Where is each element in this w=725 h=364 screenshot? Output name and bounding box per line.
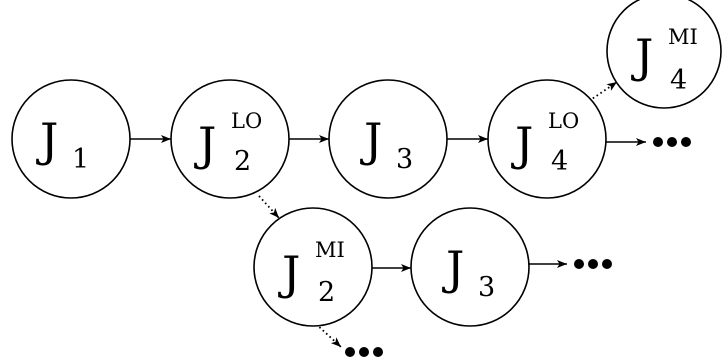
node-sub-label: 2 (318, 277, 335, 308)
node-j4-lo: J LO 4 (487, 79, 607, 199)
node-main-label: J (278, 246, 300, 300)
node-j3-bottom: J 3 (410, 207, 530, 327)
node-sub-label: 4 (670, 65, 687, 96)
node-main-label: J (631, 29, 653, 83)
node-main-label: J (442, 241, 464, 295)
node-sub-label: 1 (72, 144, 89, 175)
node-main-label: J (511, 117, 533, 171)
ellipsis-bottom (345, 347, 383, 357)
node-j2-lo: J LO 2 (170, 79, 290, 199)
node-sup-label: MI (315, 238, 345, 262)
edge-j2mi-to-ellipsis (315, 323, 342, 348)
node-sub-label: 4 (551, 146, 568, 177)
edge-j4lo-to-j4mi (588, 81, 618, 102)
node-j1: J 1 (11, 79, 131, 199)
node-sub-label: 3 (396, 144, 413, 175)
ellipsis-top (653, 137, 691, 147)
node-sup-label: LO (231, 109, 262, 133)
node-main-label: J (360, 113, 382, 167)
node-main-label: J (36, 113, 58, 167)
node-main-label: J (194, 117, 216, 171)
node-sub-label: 3 (478, 272, 495, 303)
node-j3-top: J 3 (328, 79, 448, 199)
ellipsis-middle (574, 259, 612, 269)
node-sup-label: MI (668, 25, 698, 49)
node-sub-label: 2 (234, 146, 251, 177)
edge-j2lo-to-j2mi (258, 195, 280, 219)
node-j4-mi: J MI 4 (606, 0, 722, 109)
node-j2-mi: J MI 2 (253, 207, 373, 327)
node-sup-label: LO (548, 109, 579, 133)
edges (130, 81, 646, 348)
